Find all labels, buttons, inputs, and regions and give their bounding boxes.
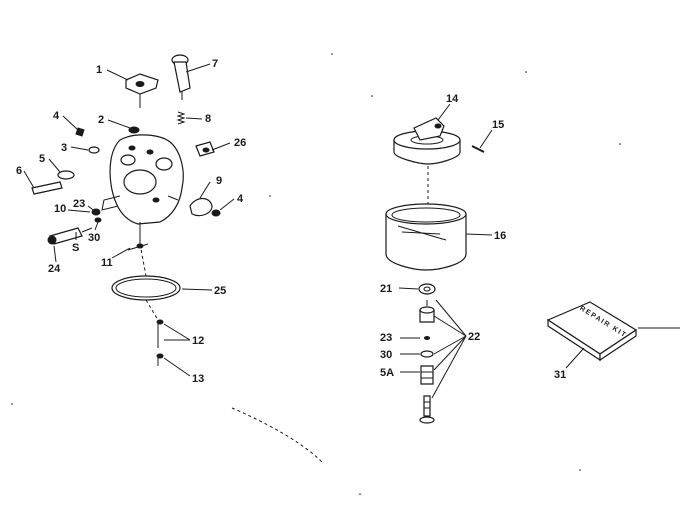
callout-3: 3 bbox=[61, 142, 67, 154]
callout-31: 31 bbox=[554, 369, 566, 381]
callout-8: 8 bbox=[205, 113, 211, 125]
part-11-screw bbox=[127, 243, 149, 251]
callout-5: 5 bbox=[39, 153, 45, 165]
callout-14: 14 bbox=[446, 93, 459, 105]
part-6-shaft bbox=[31, 181, 63, 195]
callout-6: 6 bbox=[16, 165, 22, 177]
callout-23-left: 23 bbox=[73, 198, 85, 210]
callout-22: 22 bbox=[468, 331, 480, 343]
callout-4-lower: 4 bbox=[237, 193, 244, 205]
part-14-float bbox=[393, 117, 461, 165]
callout-1: 1 bbox=[96, 64, 102, 76]
part-25-gasket-ring bbox=[111, 275, 181, 301]
callout-26: 26 bbox=[234, 137, 246, 149]
part-21-washer bbox=[418, 283, 436, 295]
part-15-pin bbox=[471, 145, 485, 153]
callout-2: 2 bbox=[98, 114, 104, 126]
part-8-spring bbox=[176, 111, 186, 125]
callout-13: 13 bbox=[192, 373, 204, 385]
part-16-bowl bbox=[385, 203, 467, 271]
callout-5A: 5A bbox=[380, 367, 394, 379]
part-4-clip-lower bbox=[211, 209, 221, 217]
carburetor-body-group bbox=[31, 54, 323, 463]
part-22-needle-stack bbox=[419, 300, 435, 424]
part-1-cover bbox=[125, 73, 159, 108]
print-specks bbox=[11, 53, 621, 495]
part-7-throttle-shaft bbox=[171, 54, 191, 100]
part-31-repair-kit: REPAIR KIT bbox=[546, 301, 680, 369]
part-9-lever bbox=[189, 197, 213, 217]
callout-7: 7 bbox=[212, 58, 218, 70]
callout-16: 16 bbox=[494, 230, 506, 242]
callout-11: 11 bbox=[101, 257, 113, 269]
part-3-pin bbox=[88, 146, 100, 154]
axis-dash-left bbox=[139, 243, 147, 277]
callout-S: S bbox=[72, 242, 79, 254]
callout-4-upper: 4 bbox=[53, 110, 60, 122]
left-leader-lines bbox=[23, 63, 235, 377]
axis-dash-left-2 bbox=[145, 299, 159, 321]
part-5-spring bbox=[57, 170, 75, 180]
axis-dash-bottom bbox=[231, 407, 323, 463]
float-assembly-group bbox=[385, 117, 485, 424]
callout-24: 24 bbox=[48, 263, 61, 275]
callout-labels: 1 7 2 8 4 3 26 5 6 9 4 10 23 30 S 24 11 … bbox=[16, 58, 566, 385]
callout-30-left: 30 bbox=[88, 232, 100, 244]
part-26-screw bbox=[195, 141, 215, 157]
part-12-13-bowl-screw bbox=[156, 319, 164, 366]
callout-21: 21 bbox=[380, 283, 392, 295]
part-2-screw bbox=[128, 126, 140, 134]
callout-12: 12 bbox=[192, 335, 204, 347]
callout-9: 9 bbox=[216, 175, 222, 187]
callout-30-right: 30 bbox=[380, 349, 392, 361]
callout-25: 25 bbox=[214, 285, 226, 297]
callout-10: 10 bbox=[54, 203, 66, 215]
right-leader-lines bbox=[398, 103, 493, 399]
callout-23-right: 23 bbox=[380, 332, 392, 344]
main-carburetor-body bbox=[101, 134, 184, 244]
callout-15: 15 bbox=[492, 119, 504, 131]
